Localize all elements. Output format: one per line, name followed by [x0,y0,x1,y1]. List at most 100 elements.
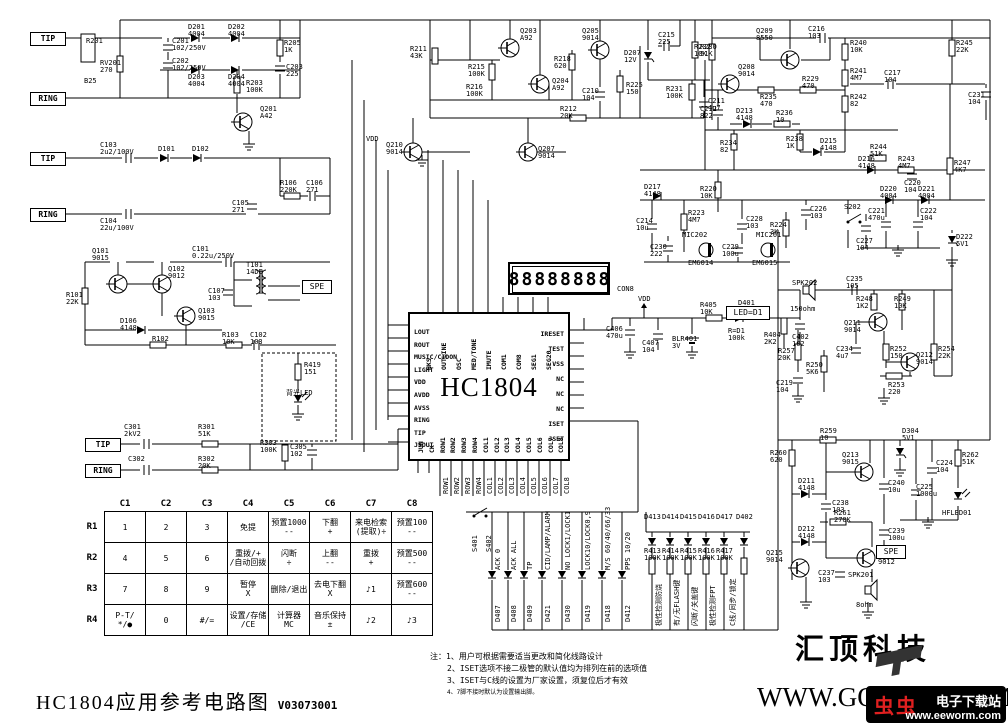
component-label: SPK201 [848,571,874,579]
ic-pin-label: ROW3 [460,437,469,453]
component-label: R302 20K [198,455,215,470]
component-label: D401 [738,299,755,307]
ic-pin-label: ROW4 [471,437,479,453]
ic-pin-label: VDD [414,378,426,387]
component-label: Q215 9014 [766,549,783,564]
component-label: D201 4004 [188,23,205,38]
component-label: C402 102 [792,333,809,348]
component-label: R405 10K [700,301,717,316]
ic-pin-label: ROW1 [438,437,447,453]
signal-label: COL4 [519,477,527,494]
keypad-cell: 暂停 X [227,573,269,605]
signal-label: ROW4 [475,477,483,494]
component-label: R218 620 [554,55,571,70]
component-label: D416 [698,513,715,521]
keypad-col-header: C7 [365,499,377,509]
keypad-cell: 去电下翻 X [309,573,351,605]
component-label: HFLED01 [942,509,972,517]
ic-pin-label: COM1 [500,354,508,370]
ic-pin-label: COM8 [515,354,523,370]
component-label: R229 470 [802,75,819,90]
ic-pin-label: COL8 [557,437,566,453]
led-display: 88888888 [508,262,610,295]
component-label: D222 5V1 [956,233,973,248]
signal-label: ROW1 [442,477,450,494]
component-label: D220 4004 [880,185,897,200]
ic-pin-label: SEG20 [545,350,553,370]
component-label: R=D1 100k [728,327,745,342]
component-label: R205 1K [284,39,301,54]
component-label: C239 100u [888,527,905,542]
component-label: Q205 9014 [582,27,599,42]
keypad-cell: 上翻 -- [309,542,351,574]
component-label: R234 82 [720,139,737,154]
signal-label: 极性检测FPT [709,585,717,626]
spe-box: SPE [302,280,332,294]
keypad-corner [80,497,105,512]
ic-pin-label: AVSS [414,403,430,412]
ic-name: HC1804 [440,372,538,402]
component-label: D204 4004 [228,73,245,88]
component-label: Q201 A42 [260,105,277,120]
component-label: S202 [844,203,861,211]
terminal-box: TIP [30,32,66,46]
component-label: D415 [680,513,697,521]
component-label: Q208 9014 [738,63,755,78]
signal-label: M/S 60/40/66/33 [604,506,612,570]
spe-box: LED=D1 [726,306,770,320]
component-label: R244 51K [870,143,887,158]
eeworm-watermark: 虫虫 电子下载站 www.eeworm.com [866,686,1006,723]
component-label: C225 1000u [916,483,938,498]
keypad-cell: 重拨 + [350,542,392,574]
keypad-cell: 下翻 + [309,511,351,543]
component-label: R303 100K [260,439,277,454]
keypad-cell: 0 [145,604,187,636]
component-label: Q102 9012 [168,265,185,280]
component-label: R417 100K [716,547,733,562]
component-label: R225 150 [626,81,643,96]
component-label: C240 10u [888,479,905,494]
component-label: C222 104 [920,207,937,222]
component-label: R223 4M7 [688,209,705,224]
component-label: R248 1K2 [856,295,873,310]
component-label: R404 2K2 [764,331,781,346]
component-label: VDD [366,135,379,143]
keypad-cell: 预置600 -- [391,573,433,605]
component-label: Q213 9015 [842,451,859,466]
component-label: R211 43K [410,45,427,60]
keypad-cell: 重拨/+ /自动回拨 [227,542,269,574]
ic-pin-label: OSC [455,358,463,370]
component-label: RV201 270 [100,59,122,74]
ic-pin-label: LOUT [414,328,430,336]
signal-label: D412 [624,605,632,622]
component-label: D203 4004 [188,73,205,88]
ic-pin-label: ISET [548,420,564,428]
keypad-cell: 音乐保持 ± [309,604,351,636]
note-line: 2、ISET选项不接二极管的默认值均为排列在前的选项值 [447,664,648,673]
keypad-cell: 预置1000 -- [268,511,310,543]
ic-pin-label: ROUT [414,340,430,349]
signal-label: C线/同步/锁定 [729,578,737,626]
component-label: C406 470u [606,325,623,340]
keypad-col-header: C4 [242,499,254,509]
signal-label: COL5 [530,477,538,494]
component-label: R254 22K [938,345,955,360]
ic-pin-label: HKS [425,358,433,370]
signal-label: S401 [471,535,479,552]
keypad-cell: 来电检索 (提取)÷ [350,511,392,543]
component-label: R106 220K [280,179,297,194]
component-label: R232 10K [694,43,711,58]
keypad-cell: 计算器 MC [268,604,310,636]
ic-pin-label: RING [414,416,430,425]
ic-pin-label: LIGHT [414,365,434,374]
ic-pin-label: COL4 [514,437,523,453]
ic-pin-label: COL7 [546,437,555,453]
component-label: R416 100K [698,547,715,562]
component-label: D207 12V [624,49,641,64]
component-label: C231 104 [968,91,985,106]
signal-label: COL8 [563,477,571,494]
component-label: D102 [192,145,209,153]
